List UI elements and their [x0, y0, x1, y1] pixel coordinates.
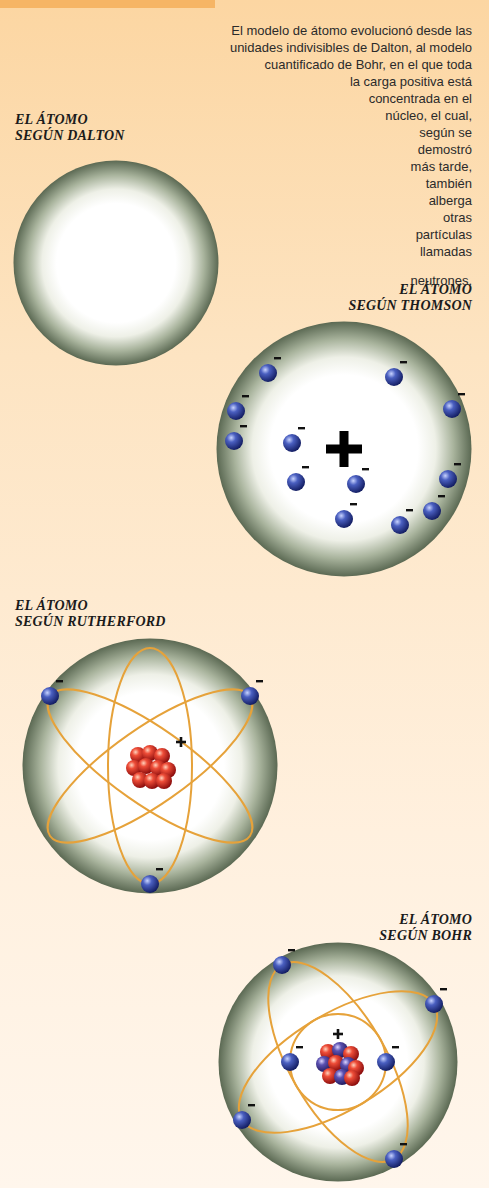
nucleus	[316, 1042, 364, 1086]
atom-model: EL ÁTOMO SEGÚN THOMSON	[216, 321, 472, 577]
atom-sphere	[23, 639, 278, 894]
bohr-model	[217, 941, 458, 1183]
atom-model: EL ÁTOMO SEGÚN DALTON	[13, 160, 219, 366]
atom-sphere	[14, 161, 219, 366]
atom-model: EL ÁTOMO SEGÚN BOHR	[218, 942, 458, 1182]
header-strip	[0, 0, 215, 8]
proton	[344, 1070, 360, 1086]
model-heading: EL ÁTOMO SEGÚN BOHR	[379, 912, 472, 944]
intro-block: El modelo de átomo evolucionó desde las …	[200, 22, 472, 289]
intro-text: El modelo de átomo evolucionó desde las …	[230, 23, 472, 288]
model-heading: EL ÁTOMO SEGÚN RUTHERFORD	[15, 598, 166, 630]
nucleus	[126, 745, 176, 789]
atom-outline	[216, 321, 472, 577]
model-heading: EL ÁTOMO SEGÚN DALTON	[15, 112, 125, 144]
atom-sphere	[219, 943, 458, 1182]
positive-charge-symbol	[340, 431, 349, 467]
proton	[156, 773, 172, 789]
atom-outline	[218, 942, 458, 1182]
atom-model: EL ÁTOMO SEGÚN RUTHERFORD	[22, 638, 278, 894]
atom-sphere	[217, 322, 472, 577]
atom-outline	[13, 160, 219, 366]
atom-outline	[22, 638, 278, 894]
orbit-lines	[217, 941, 458, 1183]
